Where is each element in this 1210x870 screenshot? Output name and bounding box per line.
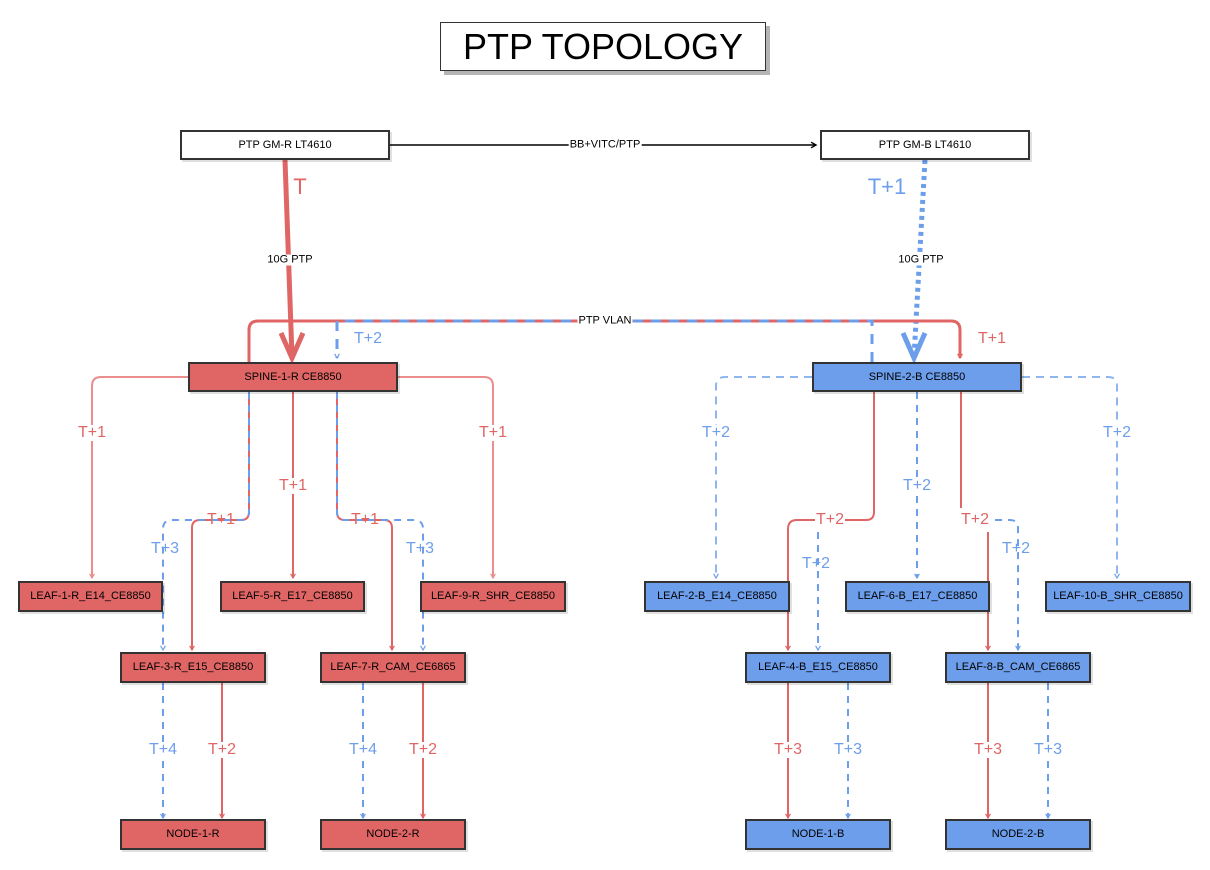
node-leaf-10[interactable]: LEAF-10-B_SHR_CE8850 (1045, 581, 1191, 612)
label-gm-r-time: T (293, 174, 307, 199)
label-spine-1-leaf-7: T+1 (350, 511, 380, 528)
link-spine-1-leaf-7-blue (336, 392, 426, 652)
link-spine-2-leaf-10 (1022, 376, 1120, 580)
label-spine-1-leaf-3-blue: T+3 (150, 540, 180, 557)
label-gm-link: BB+VITC/PTP (568, 138, 642, 151)
node-node-1-b[interactable]: NODE-1-B (745, 819, 891, 850)
link-vlan-blue (334, 319, 874, 362)
node-spine-2[interactable]: SPINE-2-B CE8850 (812, 362, 1022, 392)
page-title: PTP TOPOLOGY (440, 22, 766, 71)
label-spine-1-leaf-5: T+1 (277, 477, 309, 494)
label-leaf-8-node-2-b-blue: T+3 (1032, 741, 1064, 758)
node-leaf-7[interactable]: LEAF-7-R_CAM_CE6865 (320, 652, 466, 683)
node-leaf-8[interactable]: LEAF-8-B_CAM_CE6865 (945, 652, 1091, 683)
label-spine-2-leaf-10: T+2 (1101, 424, 1133, 441)
label-spine-2-leaf-2: T+2 (700, 424, 732, 441)
label-gm-b-time: T+1 (867, 174, 907, 199)
label-spine-1-leaf-7-blue: T+3 (405, 540, 435, 557)
link-spine-1-leaf-9 (398, 376, 496, 580)
label-leaf-3-node-1-r-blue: T+4 (147, 741, 179, 758)
label-leaf-4-node-1-b-red: T+3 (772, 741, 804, 758)
node-spine-1[interactable]: SPINE-1-R CE8850 (188, 362, 398, 392)
node-leaf-1[interactable]: LEAF-1-R_E14_CE8850 (18, 581, 163, 612)
link-spine-2-leaf-8-blue (995, 519, 1021, 652)
label-spine-2-leaf-4-blue: T+2 (801, 555, 831, 572)
label-spine-2-leaf-8-red: T+2 (959, 511, 991, 528)
label-spine-2-leaf-6: T+2 (901, 477, 933, 494)
label-gm-b-10g: 10G PTP (897, 253, 945, 266)
node-leaf-2[interactable]: LEAF-2-B_E14_CE8850 (644, 581, 790, 612)
link-spine-2-leaf-2 (713, 376, 812, 580)
label-spine-2-vlan-red: T+1 (977, 330, 1007, 347)
node-leaf-3[interactable]: LEAF-3-R_E15_CE8850 (120, 652, 266, 683)
label-spine-1-leaf-1: T+1 (76, 424, 108, 441)
node-leaf-5[interactable]: LEAF-5-R_E17_CE8850 (220, 581, 365, 612)
label-leaf-4-node-1-b-blue: T+3 (832, 741, 864, 758)
link-spine-1-leaf-3-blue (160, 392, 250, 652)
node-node-1-r[interactable]: NODE-1-R (120, 819, 266, 850)
arrowhead-gm-r-spine-1 (278, 331, 306, 365)
label-vlan: PTP VLAN (577, 314, 633, 327)
label-spine-1-vlan-blue: T+2 (353, 330, 383, 347)
node-leaf-9[interactable]: LEAF-9-R_SHR_CE8850 (420, 581, 566, 612)
arrowhead-gm-b-spine-2 (900, 331, 928, 365)
node-node-2-r[interactable]: NODE-2-R (320, 819, 466, 850)
label-leaf-7-node-2-r-red: T+2 (407, 741, 439, 758)
label-spine-2-leaf-8-blue: T+2 (1001, 540, 1031, 557)
link-spine-1-leaf-1 (89, 376, 188, 580)
label-leaf-7-node-2-r-blue: T+4 (347, 741, 379, 758)
node-node-2-b[interactable]: NODE-2-B (945, 819, 1091, 850)
node-gm-r[interactable]: PTP GM-R LT4610 (180, 130, 390, 160)
label-leaf-8-node-2-b-red: T+3 (972, 741, 1004, 758)
node-gm-b[interactable]: PTP GM-B LT4610 (820, 130, 1030, 160)
label-leaf-3-node-1-r-red: T+2 (206, 741, 238, 758)
node-leaf-4[interactable]: LEAF-4-B_E15_CE8850 (745, 652, 891, 683)
node-leaf-6[interactable]: LEAF-6-B_E17_CE8850 (845, 581, 990, 612)
label-spine-1-leaf-9: T+1 (477, 424, 509, 441)
label-gm-r-10g: 10G PTP (266, 253, 314, 266)
label-spine-2-leaf-4-red: T+2 (814, 511, 846, 528)
label-spine-1-leaf-3: T+1 (206, 511, 236, 528)
